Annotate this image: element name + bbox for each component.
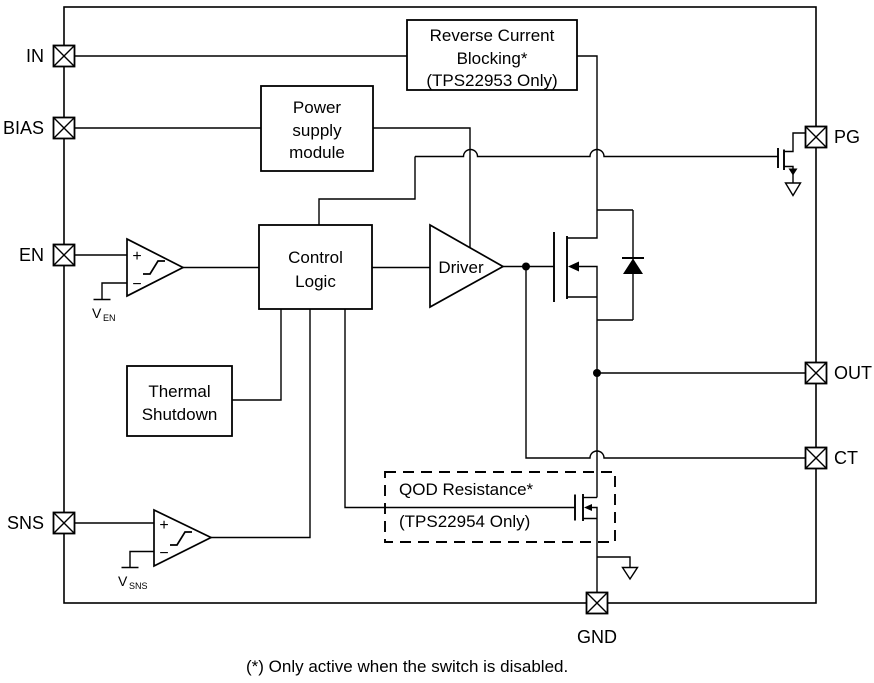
pin-x-icon	[53, 244, 75, 266]
hysteresis-icon	[143, 260, 165, 275]
wires	[74, 55, 806, 593]
sns-comparator: + − V SNS	[118, 508, 213, 591]
rcb-line3: (TPS22953 Only)	[426, 71, 557, 90]
pin-out-label: OUT	[834, 363, 872, 383]
pin-x-icon	[53, 45, 75, 67]
thermal-shutdown-box: Thermal Shutdown	[126, 365, 233, 437]
thermal-line1: Thermal	[148, 382, 210, 401]
rcb-outline	[406, 19, 578, 91]
vsns-subscript: SNS	[129, 581, 148, 591]
main-pass-fet	[553, 232, 598, 302]
wire-snscomp-to-logic	[211, 309, 311, 539]
wire-logic-to-pg	[415, 148, 778, 158]
pin-x-icon	[53, 117, 75, 139]
reverse-current-blocking-box: Reverse Current Blocking* (TPS22953 Only…	[406, 19, 578, 91]
pin-x-icon	[805, 126, 827, 148]
pg-drain-wiring	[784, 132, 806, 153]
control-logic-box: Control Logic	[258, 224, 373, 310]
pin-gnd: GND	[577, 591, 617, 647]
pin-pg: PG	[804, 125, 860, 149]
sns-minus-label: −	[159, 545, 168, 562]
sns-comparator-triangle	[153, 508, 213, 568]
qod-line2: (TPS22954 Only)	[399, 512, 530, 531]
thermal-outline	[126, 365, 233, 437]
fet-body-tie	[570, 265, 598, 297]
diode-triangle-icon	[623, 258, 643, 274]
pin-bias: BIAS	[3, 116, 76, 140]
ven-reference-wiring	[93, 282, 127, 301]
qod-line1: QOD Resistance*	[399, 480, 534, 499]
pin-gnd-label: GND	[577, 627, 617, 647]
en-comparator: + − V EN	[92, 237, 185, 323]
pin-en: EN	[19, 243, 76, 267]
ground-icon	[621, 566, 639, 581]
vsns-label: V	[118, 573, 128, 589]
psm-line1: Power	[293, 98, 342, 117]
power-supply-module-box: Power supply module	[260, 85, 374, 172]
pin-in: IN	[26, 44, 76, 68]
pin-x-icon	[586, 592, 608, 614]
driver-label: Driver	[438, 258, 484, 277]
out-node-junction-dot	[593, 369, 601, 377]
pin-sns-label: SNS	[7, 513, 44, 533]
wire-gate-to-ct	[525, 266, 806, 459]
pin-ct-label: CT	[834, 448, 858, 468]
vsns-reference-wiring	[121, 550, 154, 569]
pin-sns: SNS	[7, 511, 76, 535]
fet-body-arrow-icon	[568, 261, 579, 272]
qod-body-arrow-icon	[584, 504, 592, 511]
driver-triangle	[429, 223, 505, 309]
psm-outline	[260, 85, 374, 172]
psm-line2: supply	[292, 121, 342, 140]
qod-resistance-box: QOD Resistance* (TPS22954 Only)	[384, 471, 616, 543]
gate-node-junction-dot	[522, 262, 530, 271]
wire-logic-to-thermal	[232, 309, 282, 401]
wire-psm-to-driver	[373, 127, 471, 249]
ven-label: V	[92, 305, 102, 321]
pin-x-icon	[805, 447, 827, 469]
pg-ground-icon	[784, 182, 802, 197]
pg-fet	[777, 132, 806, 197]
driver-buffer: Driver	[429, 223, 505, 309]
wire-logic-up	[318, 156, 416, 225]
body-diode	[597, 209, 644, 321]
control-logic-outline	[258, 224, 373, 310]
en-comparator-triangle	[126, 237, 185, 298]
wire-gnd-symbol-branch	[597, 556, 631, 568]
rcb-line1: Reverse Current	[430, 26, 555, 45]
psm-line3: module	[289, 143, 345, 162]
ven-subscript: EN	[103, 313, 116, 323]
pin-in-label: IN	[26, 46, 44, 66]
qod-outline	[384, 471, 616, 543]
hysteresis-icon	[170, 531, 192, 546]
diode-wiring	[597, 209, 634, 321]
pg-source-wiring	[784, 165, 794, 183]
control-logic-line2: Logic	[295, 272, 336, 291]
wire-rcb-to-fet-drain	[567, 55, 598, 239]
qod-fet	[574, 494, 598, 521]
chip-boundary	[63, 6, 817, 604]
pin-en-label: EN	[19, 245, 44, 265]
footnote: (*) Only active when the switch is disab…	[246, 657, 568, 676]
en-plus-label: +	[132, 248, 141, 265]
wire-logic-to-qod	[344, 309, 575, 509]
sns-plus-label: +	[159, 517, 168, 534]
pin-pg-label: PG	[834, 127, 860, 147]
en-minus-label: −	[132, 276, 141, 293]
pin-out: OUT	[804, 361, 872, 385]
pg-source-arrow-icon	[788, 168, 798, 176]
thermal-line2: Shutdown	[142, 405, 218, 424]
rcb-line2: Blocking*	[457, 49, 528, 68]
pin-bias-label: BIAS	[3, 118, 44, 138]
pin-x-icon	[53, 512, 75, 534]
control-logic-line1: Control	[288, 248, 343, 267]
pin-x-icon	[805, 362, 827, 384]
pin-ct: CT	[804, 446, 858, 470]
